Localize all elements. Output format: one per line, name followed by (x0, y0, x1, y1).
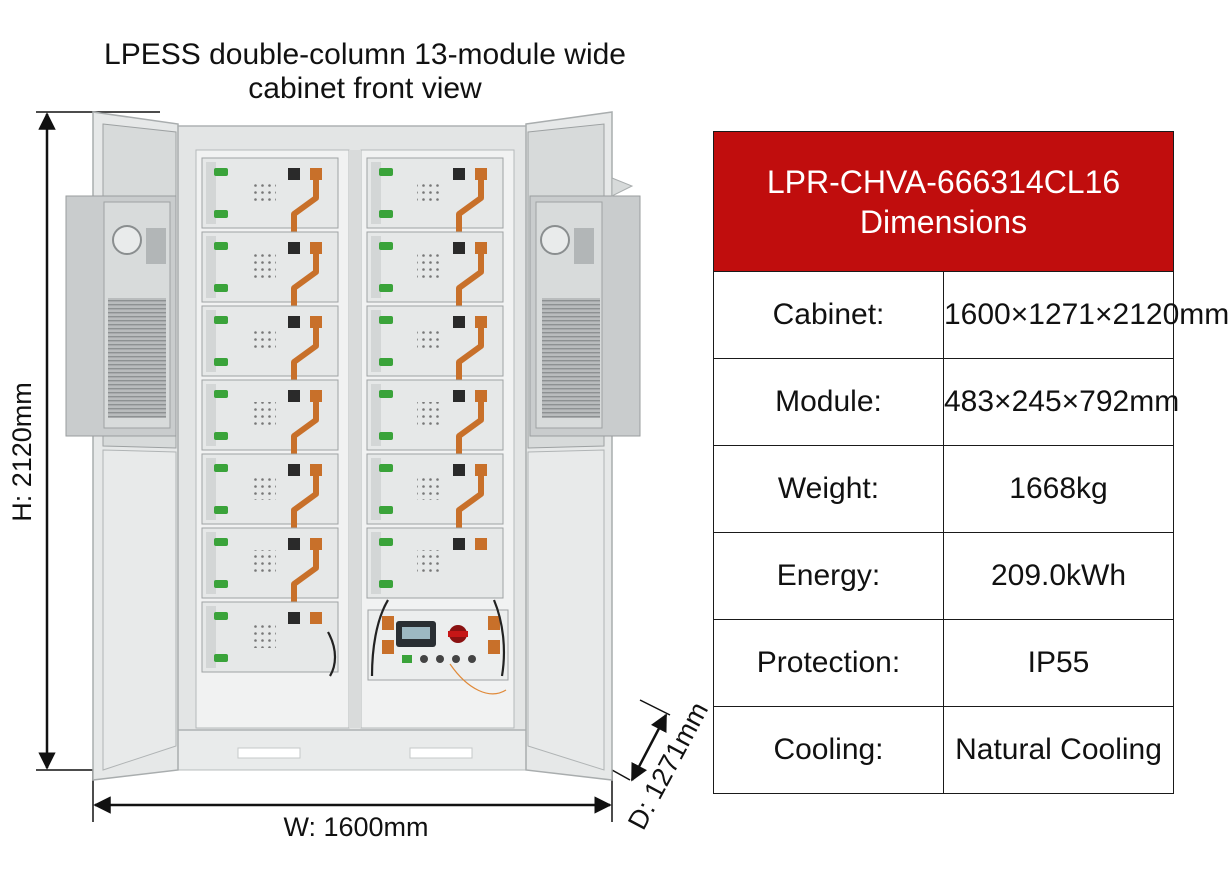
spec-row: Cooling: Natural Cooling (713, 706, 1174, 794)
spec-label: Weight: (713, 445, 944, 533)
battery-module (201, 453, 339, 538)
width-label: W: 1600mm (283, 812, 428, 842)
height-dimension: H: 2120mm (7, 111, 160, 771)
battery-module (366, 379, 504, 464)
battery-column-left (201, 157, 339, 673)
cabinet-drawing: H: 2120mm W: 1600mm D: 1271mm (7, 111, 714, 842)
base-vent-left (237, 747, 301, 759)
depth-label: D: 1271mm (622, 697, 714, 834)
spec-value: 209.0kWh (943, 532, 1174, 620)
battery-module (201, 527, 339, 612)
base-vent-right (409, 747, 473, 759)
center-pillar (349, 150, 361, 728)
spec-value: 1600×1271×2120mm (943, 271, 1229, 359)
spec-table-header: LPR-CHVA-666314CL16 Dimensions (713, 131, 1174, 272)
battery-module (366, 157, 504, 242)
battery-column-right (366, 157, 504, 599)
header-subtitle: Dimensions (859, 203, 1028, 240)
spec-row: Protection: IP55 (713, 619, 1174, 707)
spec-value: Natural Cooling (943, 706, 1174, 794)
spec-label: Protection: (713, 619, 944, 707)
width-dimension: W: 1600mm (92, 770, 613, 842)
cabinet-base (171, 727, 533, 771)
battery-module (201, 231, 339, 316)
control-box (367, 599, 509, 695)
model-number: LPR-CHVA-666314CL16 (766, 163, 1121, 200)
spec-row: Module: 483×245×792mm (713, 358, 1179, 446)
page-title: LPESS double-column 13-module wide cabin… (60, 38, 670, 106)
depth-dimension: D: 1271mm (611, 697, 714, 834)
spec-value: IP55 (943, 619, 1174, 707)
battery-module (201, 601, 339, 673)
battery-module (201, 305, 339, 390)
battery-module (366, 305, 504, 390)
battery-module (366, 231, 504, 316)
right-door (525, 111, 641, 781)
spec-row: Cabinet: 1600×1271×2120mm (713, 271, 1229, 359)
spec-label: Cooling: (713, 706, 944, 794)
spec-table: LPR-CHVA-666314CL16 Dimensions Cabinet: … (713, 131, 1229, 794)
battery-module (201, 157, 339, 242)
left-fan-icon (112, 225, 142, 255)
spec-label: Energy: (713, 532, 944, 620)
spec-value: 1668kg (943, 445, 1174, 533)
title-line-2: cabinet front view (248, 72, 482, 105)
left-door (65, 111, 179, 781)
battery-module (201, 379, 339, 464)
title-line-1: LPESS double-column 13-module wide (104, 38, 626, 71)
right-fan-icon (540, 225, 570, 255)
spec-label: Cabinet: (713, 271, 944, 359)
spec-row: Weight: 1668kg (713, 445, 1174, 533)
height-label: H: 2120mm (7, 382, 37, 522)
spec-row: Energy: 209.0kWh (713, 532, 1174, 620)
battery-module (366, 527, 504, 599)
spec-label: Module: (713, 358, 944, 446)
battery-module (366, 453, 504, 538)
spec-value: 483×245×792mm (943, 358, 1179, 446)
